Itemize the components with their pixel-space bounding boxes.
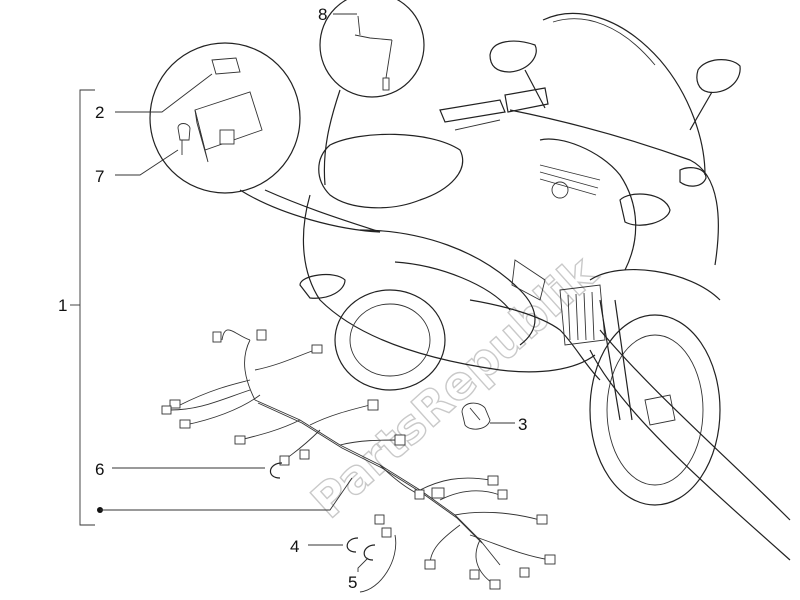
callout-6: 6: [95, 460, 104, 479]
detail-circle-2-7: [149, 42, 381, 233]
ring-clip-5-icon: [363, 544, 376, 561]
fuse-box-icon: [194, 91, 263, 163]
callout-5: 5: [348, 573, 357, 592]
relay-clip-icon: [461, 402, 491, 430]
callout-2: 2: [95, 103, 104, 122]
scooter-outline-icon: [299, 12, 791, 561]
wiring-harness-icon: [161, 329, 556, 593]
ring-clip-4-icon: [346, 537, 359, 553]
callout-1: 1: [58, 296, 67, 315]
callout-3: 3: [518, 415, 527, 434]
detail-circle-8: [319, 0, 425, 186]
callout-8: 8: [318, 5, 327, 24]
callout-7: 7: [95, 167, 104, 186]
ring-clip-6-icon: [269, 462, 283, 479]
callout-4: 4: [290, 537, 299, 556]
leader-lines: [70, 13, 515, 572]
